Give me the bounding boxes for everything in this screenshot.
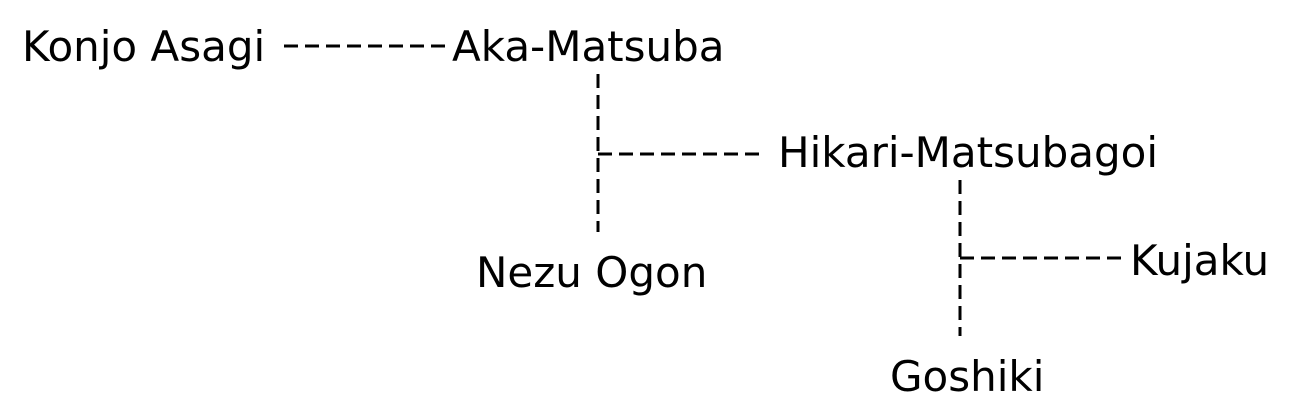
- node-kujaku: Kujaku: [1130, 236, 1270, 285]
- node-goshiki: Goshiki: [890, 352, 1045, 401]
- node-nezu-ogon: Nezu Ogon: [476, 248, 708, 297]
- node-hikari-matsubagoi: Hikari-Matsubagoi: [778, 128, 1159, 177]
- node-aka-matsuba: Aka-Matsuba: [452, 22, 725, 71]
- node-konjo-asagi: Konjo Asagi: [22, 22, 266, 71]
